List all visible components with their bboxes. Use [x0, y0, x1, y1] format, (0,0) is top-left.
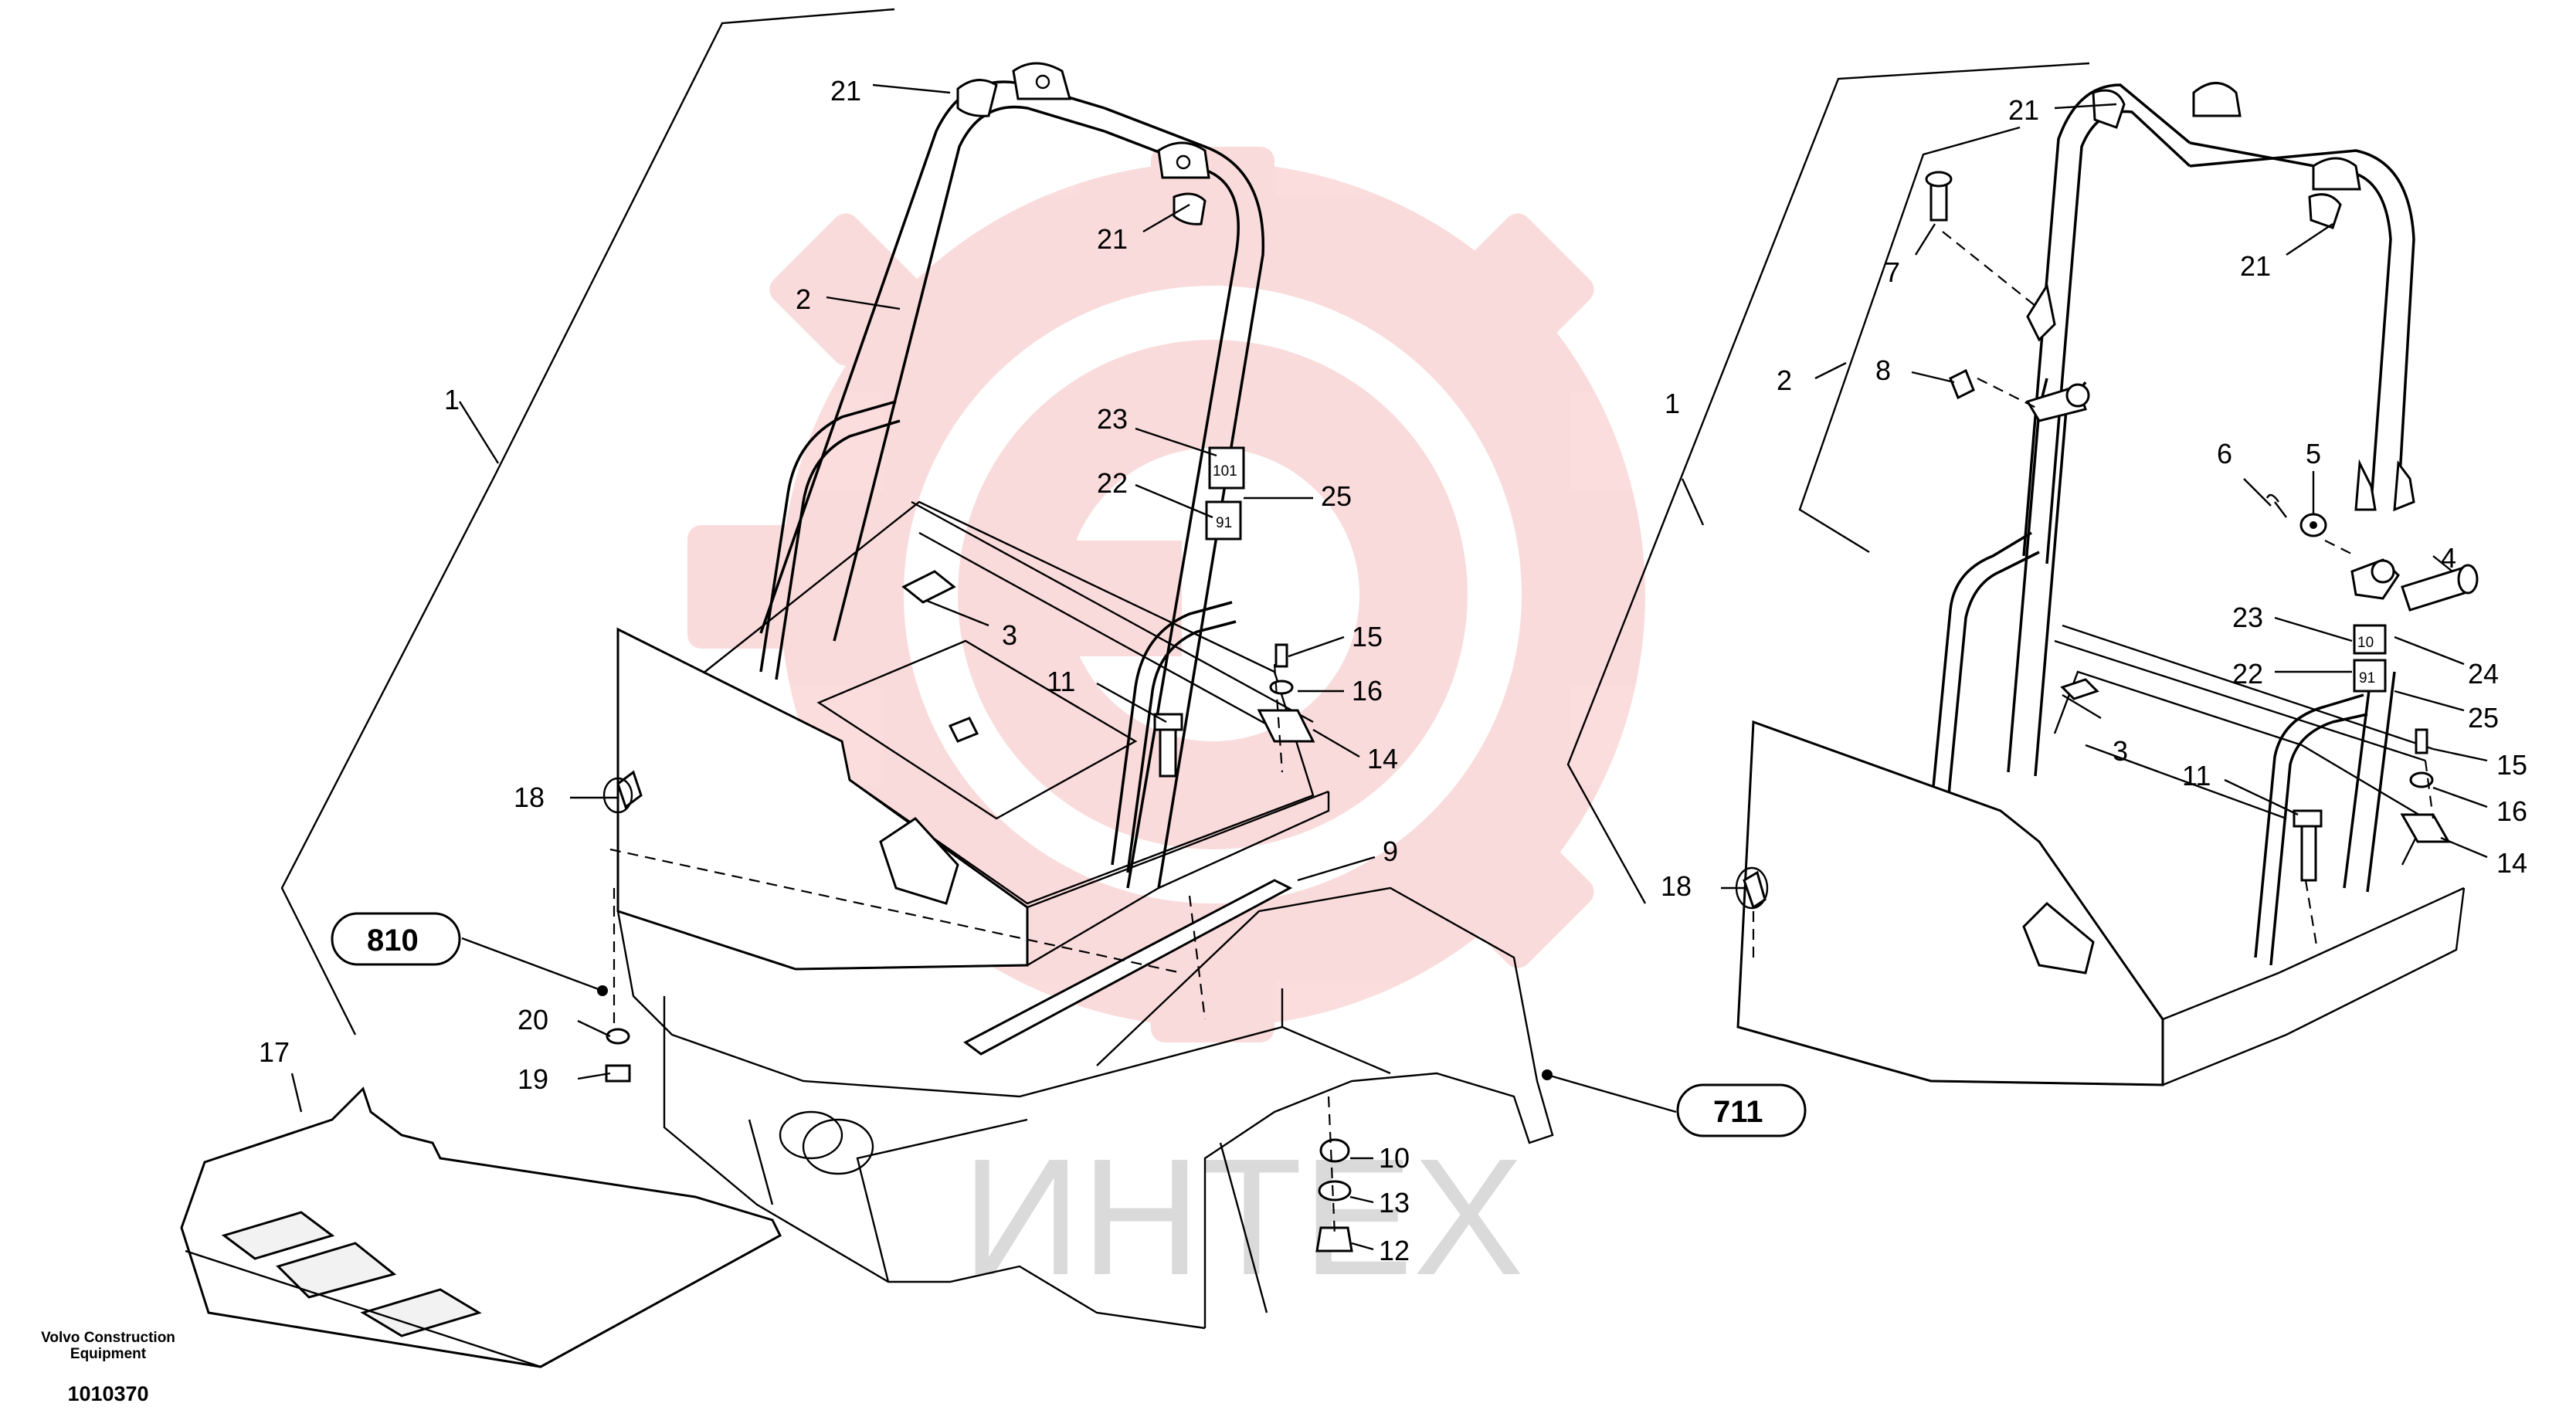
label-4: 4: [2441, 542, 2456, 574]
label-16-b: 16: [2496, 795, 2527, 827]
label-1-b: 1: [1665, 388, 1680, 419]
label-16: 16: [1352, 675, 1383, 707]
left-assembly: 101 91: [180, 8, 1677, 1368]
label-22-b: 22: [2232, 658, 2263, 690]
right-front-box: [1736, 720, 2164, 1086]
label-12: 12: [1379, 1235, 1410, 1266]
footer-document-number: 1010370: [67, 1382, 149, 1405]
label-14-b: 14: [2496, 847, 2527, 879]
tag-left-top: 101: [1213, 463, 1237, 480]
left-fender: [1096, 886, 1554, 1328]
label-25-b: 25: [2468, 702, 2499, 734]
label-17: 17: [259, 1036, 290, 1068]
left-step-17: [180, 1086, 782, 1368]
footer-company: Volvo Construction Equipment: [41, 1330, 175, 1362]
label-23-b: 23: [2232, 602, 2263, 633]
label-10: 10: [1379, 1142, 1410, 1174]
reference-810[interactable]: 810: [331, 912, 461, 966]
tag-left-bottom: 91: [1216, 515, 1232, 531]
right-assembly: 10 91: [1566, 62, 2488, 1086]
label-14: 14: [1367, 743, 1398, 774]
label-8: 8: [1875, 354, 1891, 386]
label-23: 23: [1097, 403, 1128, 435]
label-2-b: 2: [1777, 364, 1792, 396]
label-15-b: 15: [2496, 749, 2527, 781]
label-9: 9: [1383, 835, 1398, 867]
left-strip-9: [963, 879, 1293, 1056]
label-25: 25: [1321, 480, 1352, 512]
tag-right-top: 10: [2357, 635, 2374, 651]
label-21-b: 21: [1097, 223, 1128, 255]
label-15: 15: [1352, 621, 1383, 652]
label-21-a: 21: [830, 75, 861, 107]
label-3-b: 3: [2113, 735, 2128, 767]
label-24: 24: [2468, 658, 2499, 690]
label-2: 2: [796, 283, 811, 315]
watermark-text: ИНТЕХ: [962, 1124, 1524, 1310]
label-11-b: 11: [2182, 760, 2211, 791]
label-6: 6: [2217, 438, 2232, 469]
label-7: 7: [1885, 256, 1900, 288]
label-13: 13: [1379, 1187, 1410, 1218]
label-1: 1: [444, 384, 460, 415]
reference-711-label: 711: [1713, 1095, 1763, 1129]
label-21-d: 21: [2240, 250, 2271, 282]
label-21-c: 21: [2008, 94, 2039, 126]
label-20: 20: [518, 1004, 548, 1035]
label-5: 5: [2306, 438, 2321, 469]
label-3: 3: [1002, 619, 1017, 651]
label-11: 11: [1047, 666, 1075, 697]
footer: Volvo Construction Equipment 1010370: [31, 1330, 185, 1406]
label-18-b: 18: [1661, 870, 1692, 902]
reference-810-label: 810: [367, 924, 419, 958]
label-18: 18: [514, 781, 545, 813]
reference-711[interactable]: 711: [1676, 1083, 1807, 1137]
tag-right-bottom: 91: [2359, 670, 2375, 686]
part-labels: 21 21 2 1 23 22 25 3 11 15 16 14 18 9 20…: [259, 75, 2527, 1266]
label-22: 22: [1097, 467, 1128, 499]
left-hardware: [602, 643, 1353, 1252]
label-19: 19: [518, 1063, 548, 1095]
